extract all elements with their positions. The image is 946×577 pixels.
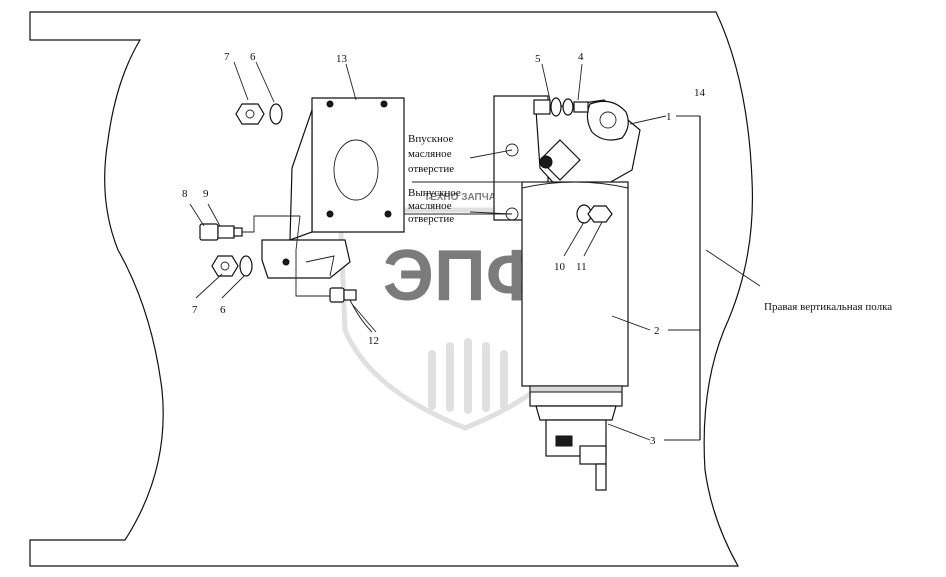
callout-11: 11 xyxy=(576,261,587,273)
outlet-label-line1: Выпускное xyxy=(408,187,461,199)
annotations: Впускное масляное отверстие Выпускное ма… xyxy=(408,133,892,313)
water-separator xyxy=(529,385,623,491)
callout-8: 8 xyxy=(182,188,188,200)
nut-washer-bottom xyxy=(211,255,253,277)
right-beam-label: Правая вертикальная полка xyxy=(764,301,892,313)
callout-6-top: 6 xyxy=(250,51,256,63)
callout-13: 13 xyxy=(336,53,348,65)
callout-leaders xyxy=(189,61,761,441)
inlet-label-line2: масляное xyxy=(408,148,452,160)
callout-1: 1 xyxy=(666,111,672,123)
outlet-label-line2: масляное xyxy=(408,200,452,212)
callout-10: 10 xyxy=(554,261,566,273)
wire-harness xyxy=(295,215,373,333)
callout-12: 12 xyxy=(368,335,379,347)
port-leader-lines xyxy=(404,149,540,215)
outlet-label-line3: отверстие xyxy=(408,213,454,225)
callout-5: 5 xyxy=(535,53,541,65)
watermark-letters: ЭПФ xyxy=(383,236,547,316)
filter-cartridge xyxy=(521,181,629,387)
callout-6-bottom: 6 xyxy=(220,304,226,316)
head-bolt xyxy=(533,97,589,117)
nut-washer-top xyxy=(235,103,283,125)
callout-14: 14 xyxy=(694,87,706,99)
callout-4: 4 xyxy=(578,51,584,63)
callout-numbers: 7 6 13 5 4 14 1 8 9 10 11 7 6 2 12 3 xyxy=(182,51,706,447)
watermark-caption: ТЕХНО ЗАПЧАСТИ xyxy=(424,192,516,203)
callout-7-bottom: 7 xyxy=(192,304,198,316)
callout-7-top: 7 xyxy=(224,51,230,63)
connector-fitting xyxy=(199,215,300,241)
frame-outline xyxy=(29,11,754,567)
callout-2: 2 xyxy=(654,325,660,337)
mounting-bracket xyxy=(261,97,405,279)
callout-3: 3 xyxy=(650,435,656,447)
callout-9: 9 xyxy=(203,188,209,200)
inlet-label-line3: отверстие xyxy=(408,163,454,175)
cartridge-fasteners xyxy=(576,204,613,224)
inlet-label-line1: Впускное xyxy=(408,133,453,145)
